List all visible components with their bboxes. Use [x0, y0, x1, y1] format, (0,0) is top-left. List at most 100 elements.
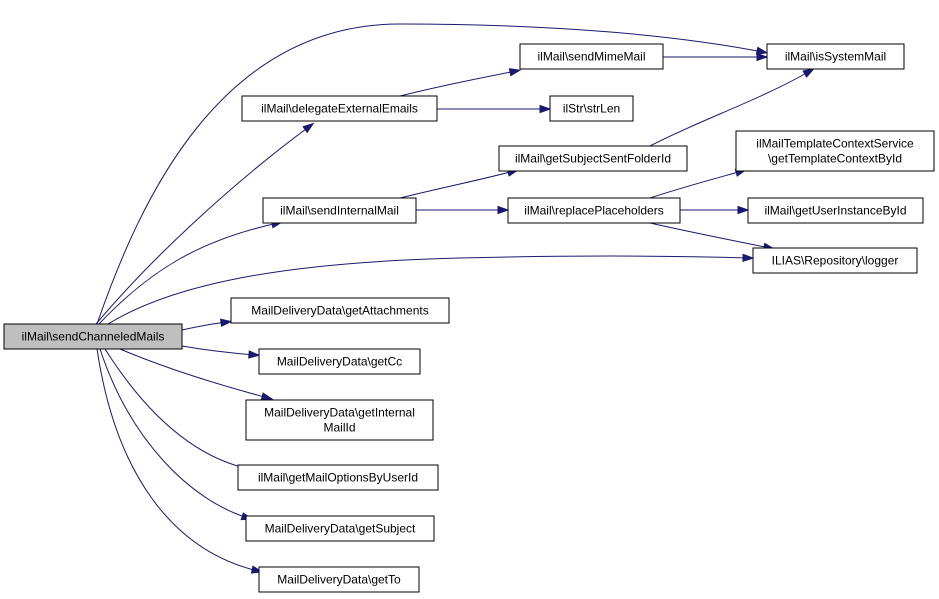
edge-line [649, 170, 743, 199]
edge-line [107, 255, 750, 325]
node-label: MailDeliveryData\getTo [277, 573, 401, 587]
node-sendMimeMail[interactable]: ilMail\sendMimeMail [519, 43, 664, 70]
edge-line [181, 345, 256, 356]
node-box [519, 43, 664, 70]
edge-replacePlaceholders-to-templateContext [649, 168, 748, 199]
edges-layer [95, 23, 815, 574]
node-box [507, 197, 681, 224]
edge-sendChanneledMails-to-getCc [181, 345, 261, 359]
node-label: ilMail\delegateExternalEmails [261, 102, 418, 116]
node-box [498, 145, 688, 172]
edge-line [96, 348, 259, 572]
node-templateContext[interactable]: ilMailTemplateContextService\getTemplate… [735, 130, 935, 172]
arrowhead-icon [220, 318, 233, 327]
arrowhead-icon [755, 46, 769, 55]
edge-sendChanneledMails-to-delegateExternalEmails [95, 122, 315, 325]
node-getMailOptionsByUserId[interactable]: ilMail\getMailOptionsByUserId [237, 464, 439, 491]
node-getSubject[interactable]: MailDeliveryData\getSubject [245, 515, 435, 542]
node-box [752, 247, 918, 274]
node-label: MailDeliveryData\getSubject [265, 522, 416, 536]
node-logger[interactable]: ILIAS\Repository\logger [752, 247, 918, 274]
edge-line [399, 170, 515, 199]
node-box [549, 95, 634, 122]
node-delegateExternalEmails[interactable]: ilMail\delegateExternalEmails [241, 95, 438, 122]
node-label: ilMail\getUserInstanceById [764, 204, 906, 218]
edge-line [99, 348, 249, 519]
node-label: MailDeliveryData\getInternal [264, 406, 415, 420]
edge-sendChanneledMails-to-logger [107, 253, 755, 325]
node-box [258, 348, 421, 375]
node-box [245, 515, 435, 542]
node-box [258, 566, 420, 593]
node-box [747, 197, 924, 224]
node-label: MailDeliveryData\getAttachments [251, 304, 428, 318]
node-label: ilMail\getMailOptionsByUserId [258, 471, 418, 485]
edge-sendInternalMail-to-replacePlaceholders [415, 205, 510, 215]
edge-line [95, 125, 311, 325]
node-getSubjectSentFolderId[interactable]: ilMail\getSubjectSentFolderId [498, 145, 688, 172]
arrowhead-icon [742, 253, 755, 262]
node-getCc[interactable]: MailDeliveryData\getCc [258, 348, 421, 375]
node-box [245, 399, 434, 441]
arrowhead-icon [539, 104, 552, 114]
edge-line [98, 222, 279, 325]
node-replacePlaceholders[interactable]: ilMail\replacePlaceholders [507, 197, 681, 224]
edge-line [104, 348, 255, 471]
node-label: ilMail\sendChanneledMails [22, 330, 165, 344]
node-getTo[interactable]: MailDeliveryData\getTo [258, 566, 420, 593]
node-sendChanneledMails[interactable]: ilMail\sendChanneledMails [3, 323, 183, 350]
edge-sendChanneledMails-to-getTo [96, 348, 264, 574]
arrowhead-icon [508, 68, 522, 77]
edge-sendChanneledMails-to-getAttachments [181, 318, 233, 331]
arrowhead-icon [302, 122, 315, 134]
edge-line [649, 222, 771, 249]
node-label: ilMail\getSubjectSentFolderId [515, 152, 671, 166]
node-box [237, 464, 439, 491]
edge-sendInternalMail-to-getSubjectSentFolderId [399, 168, 520, 199]
node-box [230, 297, 450, 324]
node-getUserInstanceById[interactable]: ilMail\getUserInstanceById [747, 197, 924, 224]
edge-replacePlaceholders-to-logger [649, 222, 776, 251]
node-box [766, 43, 905, 70]
node-label: ilMailTemplateContextService [756, 137, 914, 151]
node-label: ilMail\sendInternalMail [280, 204, 399, 218]
node-box [735, 130, 935, 172]
arrowhead-icon [260, 392, 274, 401]
node-label: MailDeliveryData\getCc [277, 355, 402, 369]
edge-sendChanneledMails-to-isSystemMail [96, 23, 769, 325]
edge-delegateExternalEmails-to-sendMimeMail [399, 68, 522, 97]
edge-replacePlaceholders-to-getUserInstanceById [679, 205, 750, 215]
arrowhead-icon [802, 68, 815, 78]
node-label: \getTemplateContextById [768, 152, 902, 166]
node-getAttachments[interactable]: MailDeliveryData\getAttachments [230, 297, 450, 324]
nodes-layer: ilMail\sendChanneledMails ilMail\delegate… [3, 43, 935, 593]
edge-sendChanneledMails-to-getInternalMailId [119, 348, 274, 401]
node-strLen[interactable]: ilStr\strLen [549, 95, 634, 122]
arrowhead-icon [756, 52, 769, 62]
node-label: ILIAS\Repository\logger [772, 254, 899, 268]
node-isSystemMail[interactable]: ilMail\isSystemMail [766, 43, 905, 70]
node-label: ilMail\sendMimeMail [537, 50, 645, 64]
arrowhead-icon [248, 350, 261, 359]
edge-line [399, 70, 517, 97]
node-box [3, 323, 183, 350]
edge-line [119, 348, 269, 399]
node-label: ilMail\isSystemMail [785, 50, 886, 64]
edge-sendMimeMail-to-isSystemMail [663, 52, 769, 62]
node-label: ilMail\replacePlaceholders [524, 204, 663, 218]
edge-line [181, 321, 228, 331]
arrowhead-icon [737, 205, 750, 215]
edge-getSubjectSentFolderId-to-isSystemMail [649, 68, 815, 147]
node-box [262, 197, 417, 224]
node-label: MailId [323, 421, 355, 435]
node-label: ilStr\strLen [563, 102, 620, 116]
edge-line [649, 70, 811, 147]
edge-delegateExternalEmails-to-strLen [437, 104, 552, 114]
arrowhead-icon [497, 205, 510, 215]
edge-line [96, 23, 764, 325]
node-sendInternalMail[interactable]: ilMail\sendInternalMail [262, 197, 417, 224]
node-box [241, 95, 438, 122]
edge-sendChanneledMails-to-getMailOptionsByUserId [104, 348, 260, 473]
